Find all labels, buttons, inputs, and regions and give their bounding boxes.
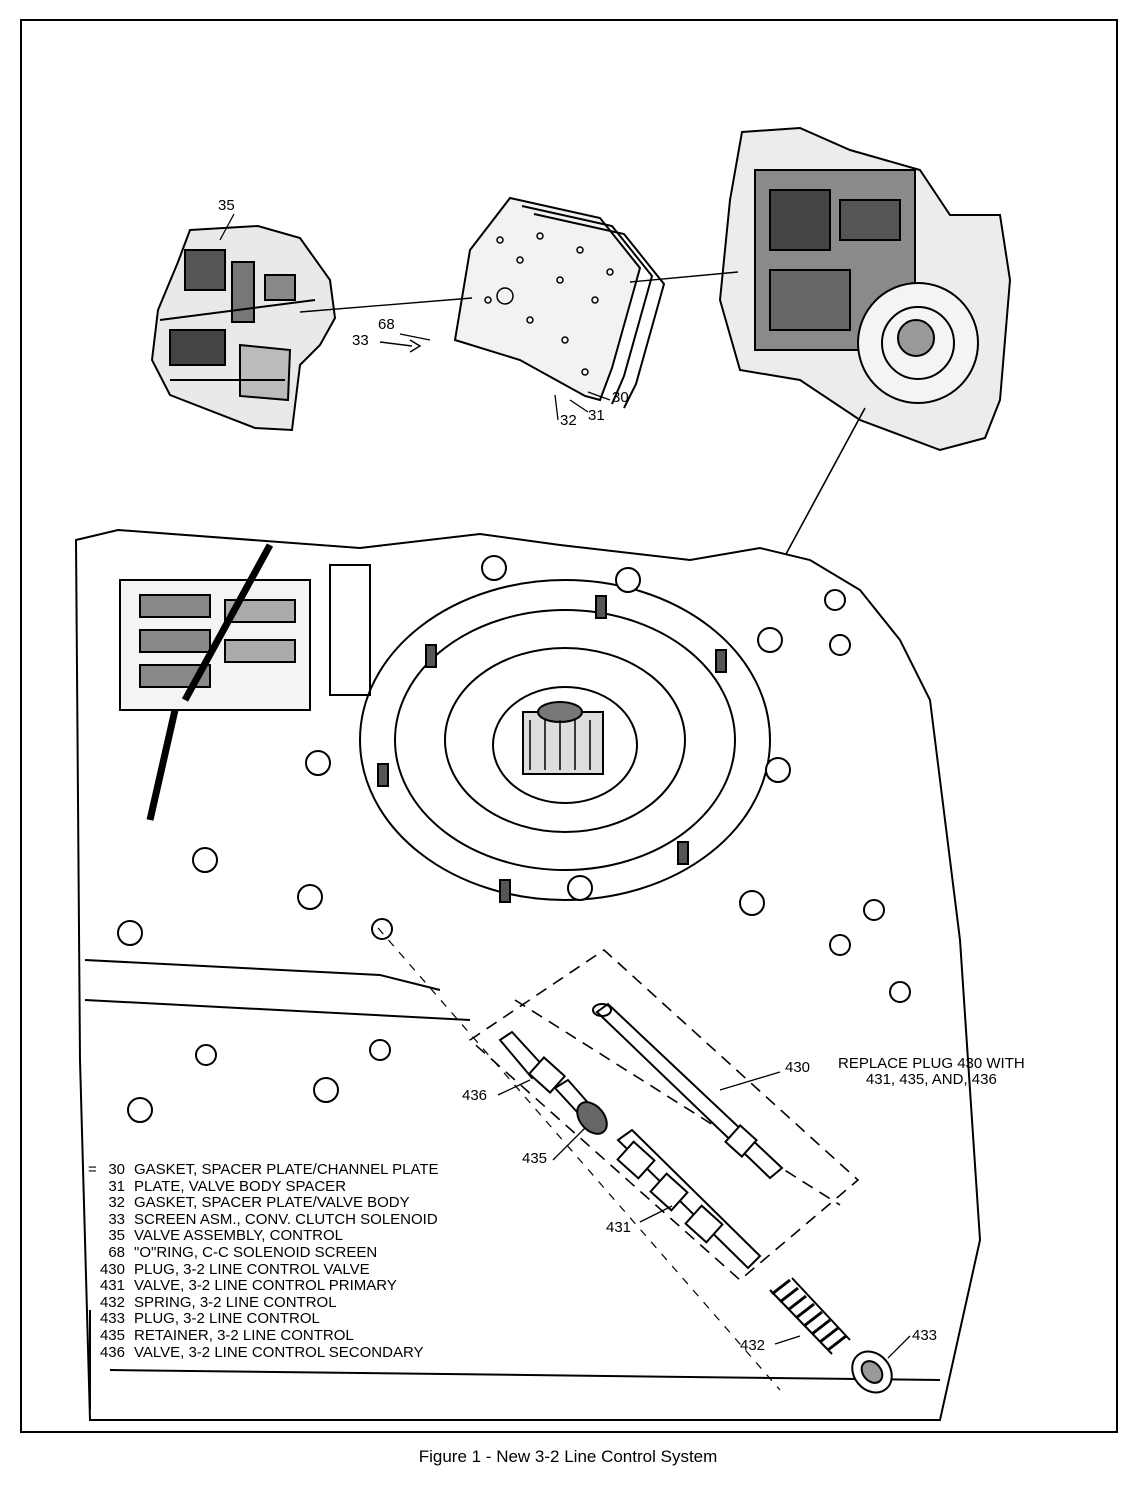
legend-row: 432 SPRING, 3-2 LINE CONTROL [82,1293,439,1312]
legend-text: GASKET, SPACER PLATE/CHANNEL PLATE [134,1161,439,1178]
callout-31: 31 [588,407,605,424]
legend-row: 68 "O"RING, C-C SOLENOID SCREEN [82,1243,439,1262]
valve-assembly-35 [150,224,337,432]
case-closeup [74,528,982,1421]
legend-text: RETAINER, 3-2 LINE CONTROL [134,1326,354,1344]
legend-row: 431 VALVE, 3-2 LINE CONTROL PRIMARY [82,1278,439,1295]
legend-text: "O"RING, C-C SOLENOID SCREEN [134,1243,378,1261]
figure-caption: Figure 1 - New 3-2 Line Control System [418,1447,718,1466]
legend-num: 432 [99,1293,125,1311]
legend-row: 433 PLUG, 3-2 LINE CONTROL [82,1311,439,1328]
legend-row: 31 PLATE, VALVE BODY SPACER [82,1177,439,1196]
legend-num: 435 [99,1326,125,1344]
callout-68: 68 [378,316,395,333]
legend-text: PLUG, 3-2 LINE CONTROL VALVE [134,1260,370,1278]
transmission-case [718,126,1012,452]
legend-row: 32 GASKET, SPACER PLATE/VALVE BODY [82,1195,439,1212]
legend-num: 31 [108,1177,125,1195]
valve-431 [616,1128,762,1270]
figure-frame [20,19,1118,1433]
legend-text: PLATE, VALVE BODY SPACER [134,1177,347,1195]
plug-430 [592,1002,784,1180]
legend-num: 33 [108,1210,125,1228]
legend-num: 68 [108,1243,125,1261]
legend-text: VALVE, 3-2 LINE CONTROL PRIMARY [134,1277,397,1295]
legend-num: 35 [108,1227,125,1245]
legend-num: 433 [99,1310,125,1328]
retainer-435 [576,1101,608,1135]
callout-33: 33 [352,332,369,349]
legend-row: 33 SCREEN ASM., CONV. CLUTCH SOLENOID [82,1210,439,1229]
replace-note: REPLACE PLUG 430 WITH 431, 435, AND, 436 [838,1056,1025,1088]
legend-num: 431 [99,1277,125,1295]
spacer-plate-30-31-32 [453,196,666,409]
legend-text: SPRING, 3-2 LINE CONTROL [134,1293,337,1311]
legend-mark: = [88,1161,97,1178]
callout-32: 32 [560,412,577,429]
legend-text: VALVE ASSEMBLY, CONTROL [134,1227,343,1245]
spring-432 [769,1277,851,1355]
legend-text: VALVE, 3-2 LINE CONTROL SECONDARY [134,1343,424,1361]
replace-note-line-2: 431, 435, AND, 436 [865,1071,997,1088]
legend-text: GASKET, SPACER PLATE/VALVE BODY [134,1194,410,1212]
legend-num: 30 [108,1161,125,1178]
callout-430: 430 [785,1059,811,1076]
replace-note-line-1: REPLACE PLUG 430 WITH [838,1055,1025,1072]
legend-row: 30 GASKET, SPACER PLATE/CHANNEL PLATE [82,1161,439,1179]
callout-433: 433 [912,1327,938,1344]
callout-35: 35 [218,197,235,214]
legend-text: SCREEN ASM., CONV. CLUTCH SOLENOID [134,1210,438,1228]
legend-num: 32 [108,1194,125,1212]
legend-row: 435 RETAINER, 3-2 LINE CONTROL [82,1326,439,1345]
legend-row: 35 VALVE ASSEMBLY, CONTROL [82,1228,439,1245]
legend-row: 430 PLUG, 3-2 LINE CONTROL VALVE [82,1260,439,1279]
legend-num: 436 [99,1343,125,1361]
plug-433 [851,1350,893,1394]
callout-431: 431 [606,1219,632,1236]
callout-436: 436 [462,1087,488,1104]
legend-num: 430 [99,1260,125,1278]
callout-30: 30 [612,389,629,406]
legend-row: 436 VALVE, 3-2 LINE CONTROL SECONDARY [82,1343,439,1362]
callout-432: 432 [740,1337,766,1354]
callout-435: 435 [522,1150,548,1167]
legend-text: PLUG, 3-2 LINE CONTROL [134,1310,320,1328]
